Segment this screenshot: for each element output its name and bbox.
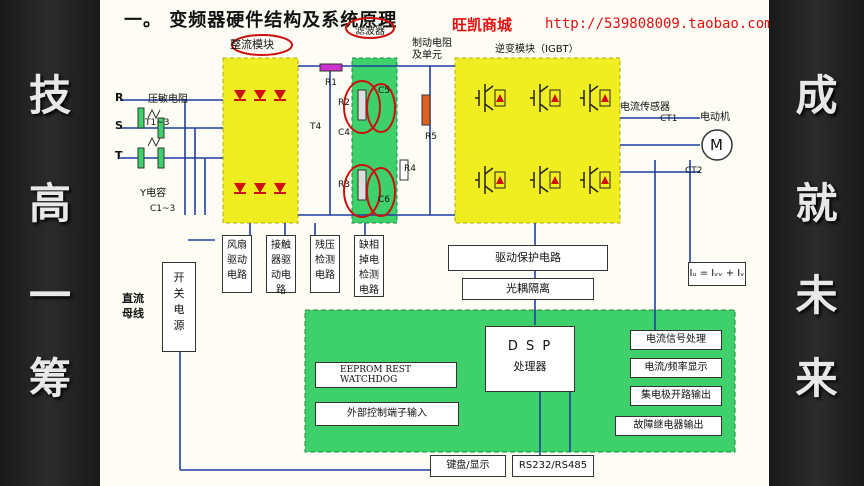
filter-label: 滤波器 — [355, 26, 385, 37]
formula-box: Iᵤ = Iᵥᵥ + Iᵥ — [688, 262, 746, 286]
motor-label: 电动机 — [700, 112, 730, 123]
left-banner-char: 筹 — [28, 354, 71, 403]
switch-power-box: 开 关 电 源 — [162, 262, 196, 352]
box-line: 驱动 — [227, 255, 247, 266]
right-banner-char: 未 — [795, 271, 838, 320]
box-line: 源 — [173, 319, 185, 332]
brake-label-2: 及单元 — [412, 50, 442, 61]
current-signal-box: 电流信号处理 — [630, 330, 722, 350]
box-line: 电 — [173, 303, 185, 316]
dsp-title: D S P — [507, 339, 553, 354]
diagram-canvas: 一。 变频器硬件结构及系统原理 旺凯商城 http://539808009.ta… — [100, 0, 769, 486]
rs-port-box: RS232/RS485 — [512, 455, 594, 477]
box-line: 电路 — [227, 270, 247, 281]
shop-url: http://539808009.taobao.com — [545, 16, 769, 32]
r2-label: R2 — [338, 98, 350, 108]
box-line: 检测 — [359, 270, 379, 281]
contactor-box: 接触 器驱 动电路 — [266, 235, 296, 296]
c1-label: C1~3 — [150, 204, 176, 214]
box-line: 残压 — [315, 240, 335, 251]
fault-relay-box: 故障继电器输出 — [615, 416, 722, 436]
current-freq-display-box: 电流/频率显示 — [630, 358, 722, 378]
r1-label: R1 — [325, 78, 337, 88]
phase-loss-box: 缺相 掉电 检测 电路 — [354, 235, 384, 297]
page-title: 一。 变频器硬件结构及系统原理 — [124, 10, 398, 31]
right-banner: 成 就 未 来 — [769, 0, 864, 486]
left-banner: 技 高 一 筹 — [0, 0, 100, 486]
open-collector-box: 集电极开路输出 — [630, 386, 722, 406]
c5-label: C5 — [378, 86, 391, 96]
current-sensor-label: 电流传感器 — [620, 102, 670, 113]
ext-terminal-box: 外部控制端子输入 — [315, 402, 459, 426]
t4-label: T4 — [310, 122, 322, 132]
box-line: 动电路 — [271, 270, 291, 296]
box-line: 风扇 — [227, 240, 247, 251]
box-line: 电路 — [315, 270, 335, 281]
c6-label: C6 — [378, 195, 391, 205]
watchdog-label: WATCHDOG — [340, 375, 398, 385]
dc-bus-label-2: 母线 — [122, 307, 144, 320]
box-line: 关 — [173, 287, 185, 300]
inverter-label: 逆变模块（IGBT） — [495, 44, 579, 55]
box-line: 开 — [173, 271, 185, 284]
y-cap-label: Y电容 — [140, 188, 167, 199]
eeprom-label: EEPROM REST — [340, 365, 411, 375]
box-line: 缺相 — [359, 240, 379, 251]
left-banner-char: 高 — [28, 179, 71, 228]
t1-label: T1~3 — [145, 118, 170, 128]
dc-bus-label: 直流 — [122, 292, 144, 305]
left-banner-char: 一 — [28, 271, 71, 320]
box-line: 器驱 — [271, 255, 291, 266]
varistor-label: 压敏电阻 — [148, 94, 188, 105]
ct2-label: CT2 — [685, 166, 703, 176]
brake-label: 制动电阻 — [412, 38, 452, 49]
motor-symbol: M — [710, 136, 723, 154]
phase-r-label: R — [115, 91, 124, 104]
motor-icon — [701, 129, 733, 161]
shop-name: 旺凯商城 — [452, 16, 513, 34]
rectifier-module — [222, 57, 299, 224]
ct1-label: CT1 — [660, 114, 678, 124]
box-line: 掉电 — [359, 255, 379, 266]
phase-t-label: T — [115, 149, 123, 162]
phase-s-label: S — [115, 119, 123, 132]
residual-voltage-box: 残压 检测 电路 — [310, 235, 340, 293]
box-line: 电路 — [359, 285, 379, 296]
right-banner-char: 就 — [795, 179, 838, 228]
right-banner-char: 来 — [795, 354, 838, 403]
right-banner-char: 成 — [795, 71, 838, 120]
eeprom-box: EEPROM REST WATCHDOG — [315, 362, 457, 388]
box-line: 检测 — [315, 255, 335, 266]
keyboard-display-box: 键盘/显示 — [430, 455, 506, 477]
inverter-module — [454, 57, 621, 224]
left-banner-char: 技 — [28, 71, 71, 120]
c4-label: C4 — [338, 128, 351, 138]
fan-drive-box: 风扇 驱动 电路 — [222, 235, 252, 293]
dsp-subtitle: 处理器 — [513, 360, 547, 373]
rectifier-label: 整流模块 — [230, 38, 274, 51]
optocoupler-box: 光耦隔离 — [462, 278, 594, 300]
dsp-box: D S P 处理器 — [485, 326, 575, 392]
drive-protect-box: 驱动保护电路 — [448, 245, 608, 271]
r3-label: R3 — [338, 180, 350, 190]
r5-label: R5 — [425, 132, 437, 142]
box-line: 接触 — [271, 240, 291, 251]
r4-label: R4 — [404, 164, 416, 174]
